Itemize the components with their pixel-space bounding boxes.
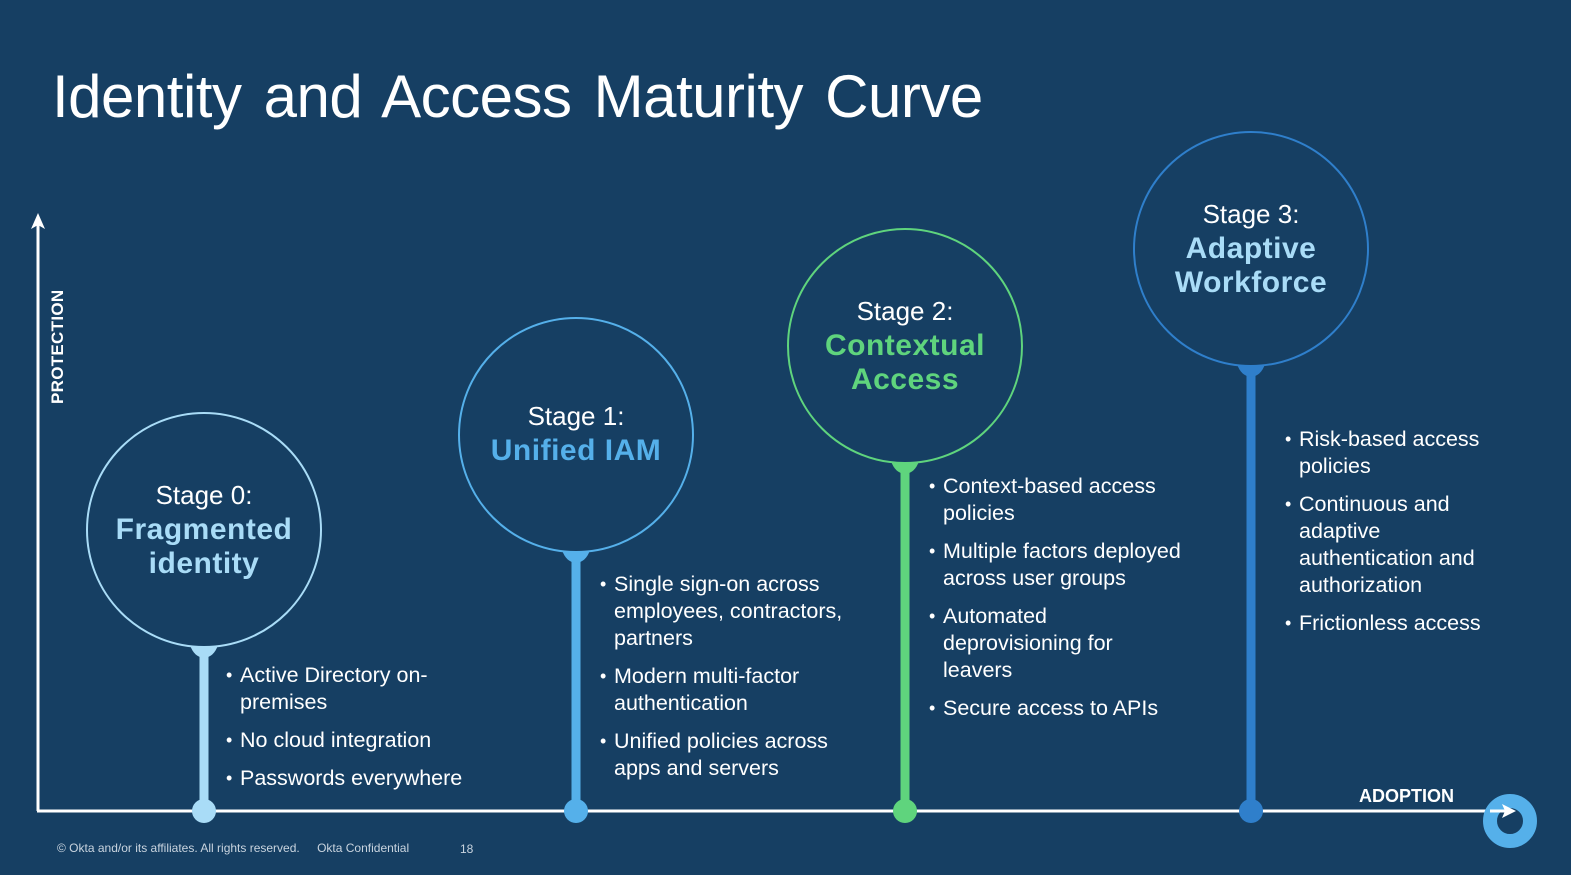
bullet-item: Active Directory on-premises <box>226 662 476 716</box>
stage-2-name-line1: Contextual <box>824 328 985 362</box>
stage-2-label: Stage 2: Contextual Access <box>787 296 1023 398</box>
x-axis-arrow-icon <box>1502 804 1516 818</box>
stage-1-axis-dot <box>564 799 588 823</box>
bullet-item: Risk-based access policies <box>1285 426 1500 480</box>
stage-2-number: Stage 2: <box>856 296 954 326</box>
stage-0-name-line1: Fragmented <box>115 512 293 546</box>
stage-3-name-line2: Workforce <box>1174 266 1328 300</box>
stage-3-bullets: Risk-based access policies Continuous an… <box>1285 426 1500 648</box>
stage-3-name: Adaptive Workforce <box>1133 232 1369 301</box>
y-axis-label: PROTECTION <box>48 289 67 404</box>
stage-1-bullets: Single sign-on across employees, contrac… <box>600 571 850 793</box>
stage-0-name: Fragmented identity <box>86 513 322 582</box>
confidential-text: Okta Confidential <box>317 841 410 855</box>
bullet-item: Unified policies across apps and servers <box>600 728 850 782</box>
bullet-item: No cloud integration <box>226 727 476 754</box>
bullet-item: Multiple factors deployed across user gr… <box>929 538 1204 592</box>
bullet-item: Frictionless access <box>1285 610 1500 637</box>
stage-2-name: Contextual Access <box>787 329 1023 398</box>
stage-2-pin <box>891 461 919 474</box>
stage-0-axis-dot <box>192 799 216 823</box>
stage-2-bullets: Context-based access policies Multiple f… <box>929 473 1204 733</box>
stage-marks <box>86 131 1369 823</box>
bullet-item: Secure access to APIs <box>929 695 1204 722</box>
bullet-item: Automated deprovisioning for leavers <box>929 603 1143 684</box>
footer: © Okta and/or its affiliates. All rights… <box>57 841 473 856</box>
stage-0-name-line2: identity <box>148 547 260 581</box>
bullet-item: Passwords everywhere <box>226 765 476 792</box>
okta-ring-icon <box>1483 794 1537 848</box>
stage-1-pin <box>562 550 590 563</box>
stage-0-circle <box>86 412 322 648</box>
bullet-item: Context-based access policies <box>929 473 1204 527</box>
stage-1-label: Stage 1: Unified IAM <box>458 401 694 469</box>
stage-0-label: Stage 0: Fragmented identity <box>86 480 322 582</box>
copyright-text: © Okta and/or its affiliates. All rights… <box>57 841 300 855</box>
stage-0-number: Stage 0: <box>155 480 253 510</box>
stage-1-name: Unified IAM <box>458 434 694 469</box>
page-number: 18 <box>460 842 474 856</box>
stage-3-label: Stage 3: Adaptive Workforce <box>1133 199 1369 301</box>
stage-0-pin <box>190 645 218 658</box>
stage-3-circle <box>1133 131 1369 367</box>
y-axis-arrow-icon <box>31 213 45 229</box>
stage-3-name-line1: Adaptive <box>1185 231 1317 265</box>
bullet-item: Continuous and adaptive authentication a… <box>1285 491 1500 599</box>
stage-2-axis-dot <box>893 799 917 823</box>
stage-3-axis-dot <box>1239 799 1263 823</box>
stage-1-number: Stage 1: <box>527 401 625 431</box>
x-axis-label: ADOPTION <box>1359 786 1455 806</box>
slide-title: Identity and Access Maturity Curve <box>52 63 983 130</box>
bullet-item: Single sign-on across employees, contrac… <box>600 571 850 652</box>
stage-2-circle <box>787 228 1023 464</box>
stage-0-bullets: Active Directory on-premises No cloud in… <box>226 662 476 803</box>
stage-1-name-line1: Unified IAM <box>490 433 662 467</box>
stage-1-circle <box>458 317 694 553</box>
bullet-item: Modern multi-factor authentication <box>600 663 850 717</box>
stage-3-number: Stage 3: <box>1202 199 1300 229</box>
stage-2-name-line2: Access <box>850 363 960 397</box>
stage-3-pin <box>1237 364 1265 377</box>
